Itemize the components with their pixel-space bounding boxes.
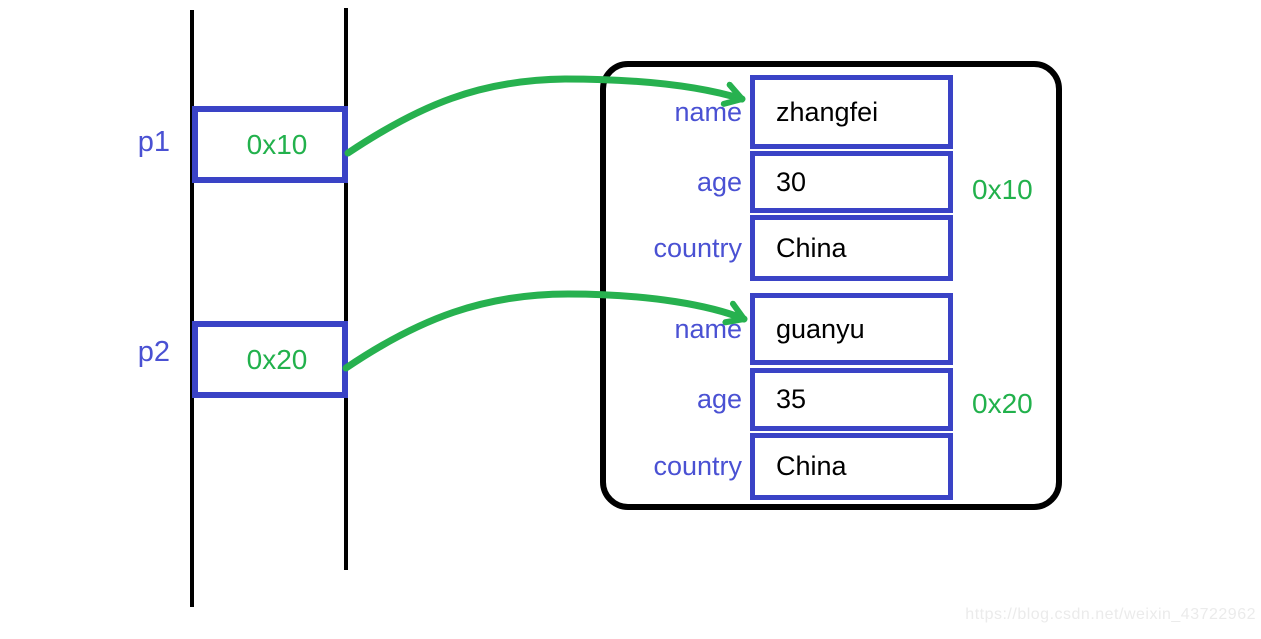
field-label-country-2: country — [653, 451, 742, 481]
pointer-box-p2: 0x20 — [192, 321, 348, 398]
pointer-box-p1: 0x10 — [192, 106, 348, 183]
field-label-age-2: age — [696, 384, 742, 414]
field-label-name-1: name — [674, 96, 742, 127]
address-label-0x10: 0x10 — [972, 174, 1033, 205]
pointer-label-p2: p2 — [137, 336, 170, 368]
pointer-value-p2: 0x20 — [246, 343, 308, 375]
field-label-name-2: name — [674, 313, 742, 344]
field-box-age-1: 30 — [750, 151, 953, 213]
field-box-age-2: 35 — [750, 368, 953, 431]
pointer-value-p1: 0x10 — [246, 128, 308, 160]
field-label-country-1: country — [653, 232, 742, 263]
field-label-age-1: age — [696, 166, 742, 197]
stack-line-left — [190, 10, 194, 607]
field-box-name-2: guanyu — [750, 293, 953, 365]
pointer-label-p1: p1 — [137, 126, 170, 158]
address-label-0x20: 0x20 — [972, 388, 1033, 419]
stack-line-right — [344, 8, 348, 570]
field-box-country-1: China — [750, 215, 953, 281]
watermark-text: https://blog.csdn.net/weixin_43722962 — [965, 606, 1256, 623]
field-box-name-1: zhangfei — [750, 75, 953, 149]
field-box-country-2: China — [750, 433, 953, 500]
